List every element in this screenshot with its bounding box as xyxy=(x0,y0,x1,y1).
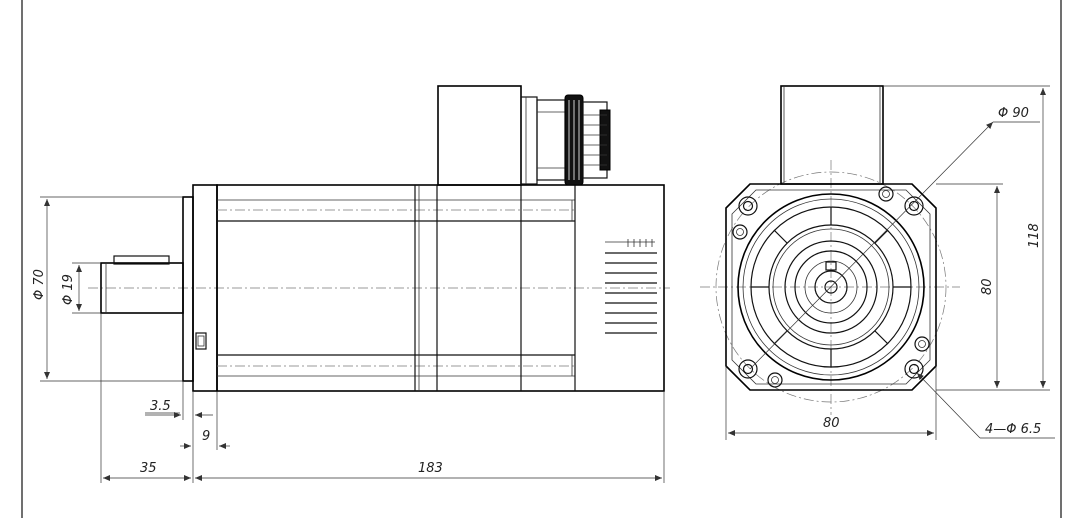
cooling-fins xyxy=(605,239,657,334)
dim-overall-length-label: 183 xyxy=(418,461,443,476)
dim-pitch-circle-label: Φ 90 xyxy=(998,106,1029,121)
dim-flange-height: 80 xyxy=(936,183,1003,388)
dim-pitch-circle: Φ 90 xyxy=(749,106,1040,370)
shaft-key xyxy=(113,255,170,265)
dim-lengths: 35 183 xyxy=(100,313,665,483)
dim-flange-thickness-label: 9 xyxy=(202,429,210,444)
dim-shaft-length-label: 35 xyxy=(140,461,157,476)
shaft-end xyxy=(814,270,848,304)
dim-total-height: 118 xyxy=(883,85,1050,391)
dim-flange-height-label: 80 xyxy=(980,278,995,295)
dim-mounting-holes: 4—Φ 6.5 xyxy=(916,372,1055,439)
connector-housing xyxy=(437,85,566,186)
motor-shaft xyxy=(100,255,184,314)
dim-flange-width-label: 80 xyxy=(823,416,840,431)
side-view: Φ 70 Φ 19 3.5 9 xyxy=(32,85,670,483)
dim-spigot-diameter-label: Φ 70 xyxy=(32,269,47,300)
dim-spigot-diameter: Φ 70 xyxy=(32,196,183,382)
connector-box-front xyxy=(780,85,884,185)
mounting-holes xyxy=(732,186,930,388)
dim-flange-width: 80 xyxy=(725,366,937,440)
dim-total-height-label: 118 xyxy=(1027,223,1042,248)
dim-shaft-diameter: Φ 19 xyxy=(61,262,101,314)
sheet-border xyxy=(21,0,1062,518)
square-flange xyxy=(725,183,937,391)
dim-flange-thickness: 9 xyxy=(180,391,230,450)
dim-mounting-holes-label: 4—Φ 6.5 xyxy=(985,422,1041,437)
connector-nut xyxy=(564,94,611,186)
outer-ring xyxy=(737,193,925,381)
spigot-ring xyxy=(784,240,878,334)
front-view: Φ 90 118 80 80 4—Φ 6.5 xyxy=(700,85,1055,440)
dim-shaft-diameter-label: Φ 19 xyxy=(61,274,76,305)
ring-spokes xyxy=(751,207,911,367)
dim-spigot-depth-label: 3.5 xyxy=(150,399,171,414)
dim-spigot-depth: 3.5 xyxy=(145,381,213,420)
nameplate-tab xyxy=(195,332,207,350)
